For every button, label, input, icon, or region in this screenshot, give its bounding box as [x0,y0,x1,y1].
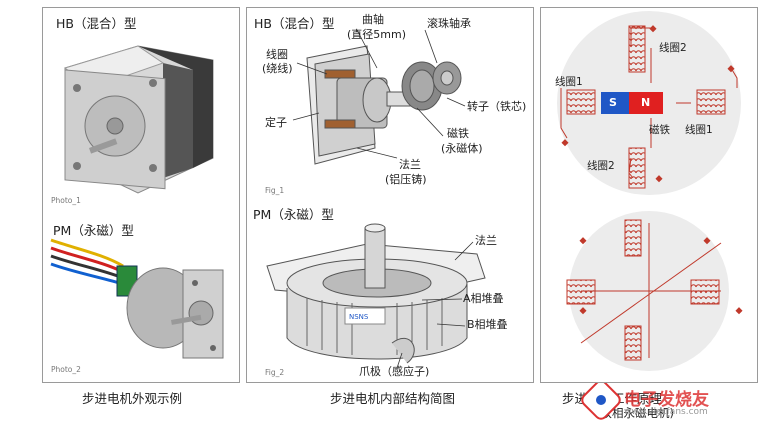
stator-label: 定子 [265,116,287,129]
principle-circle-bottom [566,211,743,371]
shaft-label: 曲轴 [362,13,384,26]
principle-circle-top [557,11,741,195]
principle-caption-sub: (双相永磁电机) [596,406,674,420]
leader-lines [292,29,474,369]
magnet-sub-label: (永磁体) [441,142,483,155]
b-stack-label: B相堆叠 [467,318,508,331]
claw-label: 爪极（感应子) [359,365,430,378]
watermark-logo-icon [581,383,621,420]
principle-drawings [557,11,743,371]
pm-title: PM（永磁）型 [53,223,134,238]
coil2-top-label: 线圈2 [659,42,687,54]
hb-cutaway-drawing [306,45,462,165]
pm-drawing [266,223,486,364]
fig2-tag: Fig_2 [265,368,285,377]
structure-drawings [266,29,486,369]
photo1-tag: Photo_1 [51,196,81,205]
coil2-bottom-label: 线圈2 [587,160,615,172]
coil-sub-label: (绕线) [262,62,293,75]
pm-motor-image [50,238,224,359]
watermark-title: 电子发烧友 [624,390,709,410]
internal-structure-panel: HB（混合）型 [246,7,534,383]
flange-sub-label: (铝压铸) [385,173,427,186]
nsns-label: NSNS [349,313,369,321]
photo2-tag: Photo_2 [51,365,81,374]
a-stack-label: A相堆叠 [463,292,504,305]
pole-n-label: N [641,96,651,109]
watermark: 电子发烧友 www.elecfans.com [580,383,756,427]
magnet-n-pole [629,92,663,114]
hb-structure-title: HB（混合）型 [254,16,335,31]
bearing-label: 滚珠轴承 [427,17,471,30]
magnet-s-pole [601,92,629,114]
appearance-caption: 步进电机外观示例 [82,391,183,406]
hb-title: HB（混合）型 [56,16,137,31]
flange2-label: 法兰 [475,234,497,247]
hb-motor-image [63,45,214,194]
coil-label: 线圈 [266,48,288,61]
rotor-label: 转子（铁芯) [467,100,527,113]
watermark-url: www.elecfans.com [624,407,708,417]
structure-caption: 步进电机内部结构简图 [330,391,456,406]
coil1-right-label: 线圈1 [685,124,713,136]
pm-structure-title: PM（永磁）型 [253,207,334,222]
motor-photos [50,45,224,359]
coil1-left-label: 线圈1 [555,76,583,88]
principle-panel: 线圈2 线圈1 线圈1 线圈2 磁铁 S N [540,7,758,383]
magnet-label: 磁铁 [447,127,469,140]
shaft-diameter-label: (直径5mm) [347,28,407,41]
appearance-panel: HB（混合）型 [42,7,240,383]
magnet-label: 磁铁 [649,124,670,136]
pole-s-label: S [609,96,617,109]
fig1-tag: Fig_1 [265,186,285,195]
flange-label: 法兰 [399,158,421,171]
